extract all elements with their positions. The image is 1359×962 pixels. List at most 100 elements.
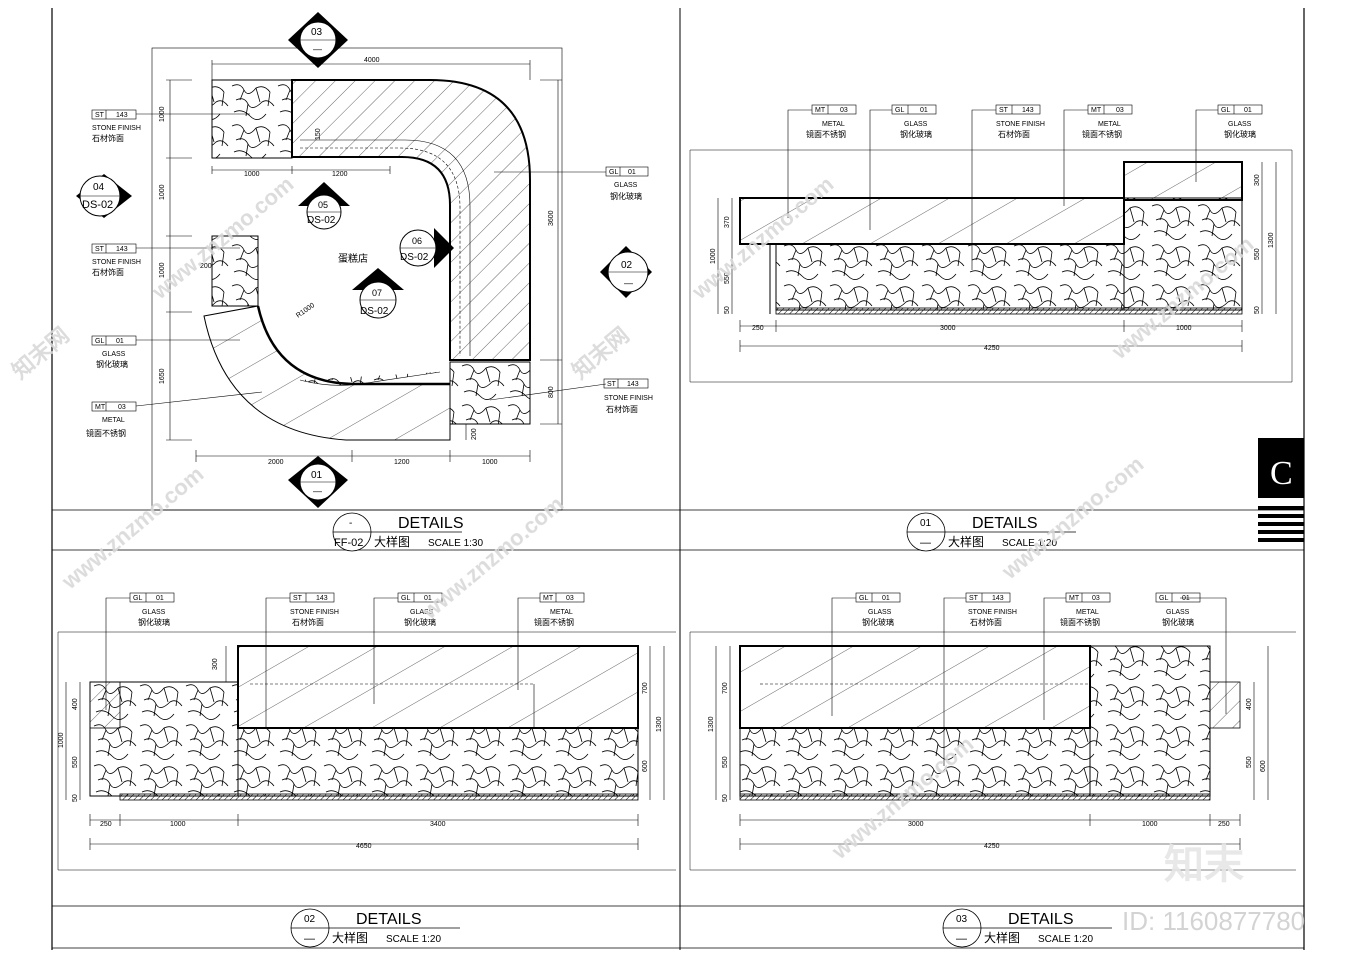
svg-text:4250: 4250 — [984, 843, 1000, 850]
svg-text:镜面不锈钢: 镜面不锈钢 — [534, 617, 574, 627]
svg-text:大样图: 大样图 — [332, 930, 368, 945]
marker-mid-06: 06 DS-02 — [399, 228, 454, 268]
svg-text:SCALE 1:30: SCALE 1:30 — [428, 538, 483, 549]
elevation-01: 250 3000 1000 4250 370 550 50 1000 300 5… — [710, 109, 1277, 352]
plan-view: 4000 1000 1200 1000 1000 1000 1650 3600 … — [135, 57, 607, 466]
svg-text:DS-02: DS-02 — [307, 215, 336, 226]
marker-bottom-01: 01 — — [288, 456, 348, 508]
svg-text:4650: 4650 — [356, 843, 372, 850]
svg-text:143: 143 — [992, 595, 1004, 602]
svg-text:GL: GL — [1159, 595, 1168, 602]
svg-text:01: 01 — [920, 518, 932, 529]
svg-text:—: — — [920, 537, 931, 549]
svg-text:250: 250 — [752, 325, 764, 332]
svg-text:1000: 1000 — [58, 732, 65, 748]
plan-dim-bot2: 1200 — [394, 459, 410, 466]
plan-dim-right: 3600 — [548, 210, 555, 226]
svg-text:ST: ST — [293, 595, 303, 602]
svg-text:GL: GL — [133, 595, 142, 602]
svg-text:SCALE 1:20: SCALE 1:20 — [1002, 538, 1057, 549]
svg-text:钢化玻璃: 钢化玻璃 — [1224, 129, 1256, 139]
svg-text:—: — — [313, 486, 322, 496]
svg-text:GL: GL — [609, 169, 618, 176]
svg-text:02: 02 — [304, 914, 316, 925]
svg-text:1300: 1300 — [656, 716, 663, 732]
svg-text:SCALE 1:20: SCALE 1:20 — [386, 934, 441, 945]
svg-text:GLASS: GLASS — [868, 609, 892, 616]
marker-left-04: 04 DS-02 — [76, 174, 132, 218]
svg-text:知末网: 知末网 — [7, 322, 74, 384]
plan-stone-top-left — [211, 79, 293, 159]
svg-text:知末网: 知末网 — [567, 322, 634, 384]
svg-text:03: 03 — [118, 404, 126, 411]
svg-text:STONE FINISH: STONE FINISH — [604, 395, 653, 402]
plan-curved-counter — [203, 305, 451, 441]
svg-text:3000: 3000 — [908, 821, 924, 828]
svg-text:1300: 1300 — [708, 716, 715, 732]
svg-text:700: 700 — [722, 682, 729, 694]
svg-text:STONE FINISH: STONE FINISH — [996, 121, 1045, 128]
svg-text:143: 143 — [1022, 107, 1034, 114]
svg-text:01: 01 — [1182, 595, 1190, 602]
svg-text:石材饰面: 石材饰面 — [92, 267, 124, 277]
watermark-logo: 知末 — [1164, 843, 1244, 887]
svg-text:MT: MT — [95, 404, 106, 411]
title-block-03: 03 — DETAILS 大样图 SCALE 1:20 — [942, 908, 1112, 948]
elev3-stone-base — [739, 727, 1091, 797]
svg-text:GL: GL — [895, 107, 904, 114]
svg-text:250: 250 — [1218, 821, 1230, 828]
elev1-stone-right — [1123, 197, 1243, 311]
svg-text:DS-02: DS-02 — [400, 252, 429, 263]
svg-text:METAL: METAL — [822, 121, 845, 128]
svg-text:DS-02: DS-02 — [360, 306, 389, 317]
svg-text:STONE FINISH: STONE FINISH — [968, 609, 1017, 616]
svg-text:-: - — [349, 518, 352, 529]
svg-text:STONE FINISH: STONE FINISH — [92, 259, 141, 266]
svg-text:—: — — [624, 278, 633, 288]
plan-dim-bot1: 2000 — [268, 459, 284, 466]
elevation-02: 250 1000 3400 4650 400 550 50 1000 300 7… — [58, 597, 665, 850]
svg-text:550: 550 — [1246, 756, 1253, 768]
svg-text:GLASS: GLASS — [1228, 121, 1252, 128]
svg-text:50: 50 — [1254, 306, 1261, 314]
plan-dim-200: 200 — [200, 263, 212, 270]
elev1-stone-base — [775, 243, 1125, 311]
svg-text:400: 400 — [72, 698, 79, 710]
svg-text:4250: 4250 — [984, 345, 1000, 352]
title-block-02: 02 — DETAILS 大样图 SCALE 1:20 — [290, 908, 460, 948]
elev3-glass — [739, 645, 1091, 729]
marker-mid-07: 07 DS-02 — [352, 268, 404, 319]
svg-text:50: 50 — [72, 794, 79, 802]
svg-text:ST: ST — [95, 112, 105, 119]
svg-text:07: 07 — [372, 288, 382, 298]
svg-text:MT: MT — [815, 107, 826, 114]
svg-text:550: 550 — [722, 756, 729, 768]
marker-mid-05: 05 DS-02 — [298, 182, 350, 230]
svg-text:03: 03 — [1092, 595, 1100, 602]
svg-text:1000: 1000 — [170, 821, 186, 828]
svg-text:600: 600 — [642, 760, 649, 772]
svg-text:镜面不锈钢: 镜面不锈钢 — [86, 428, 126, 438]
svg-text:钢化玻璃: 钢化玻璃 — [1162, 617, 1194, 627]
elev1-glass-raised — [1123, 161, 1243, 201]
svg-text:250: 250 — [100, 821, 112, 828]
svg-text:05: 05 — [318, 200, 328, 210]
svg-text:GL: GL — [1221, 107, 1230, 114]
svg-text:大样图: 大样图 — [984, 930, 1020, 945]
marker-right-02: 02 — — [600, 246, 652, 298]
svg-text:STONE FINISH: STONE FINISH — [290, 609, 339, 616]
svg-text:01: 01 — [920, 107, 928, 114]
plan-room-label: 蛋糕店 — [338, 252, 368, 265]
svg-text:03: 03 — [840, 107, 848, 114]
svg-text:GL: GL — [859, 595, 868, 602]
svg-text:石材饰面: 石材饰面 — [606, 404, 638, 414]
